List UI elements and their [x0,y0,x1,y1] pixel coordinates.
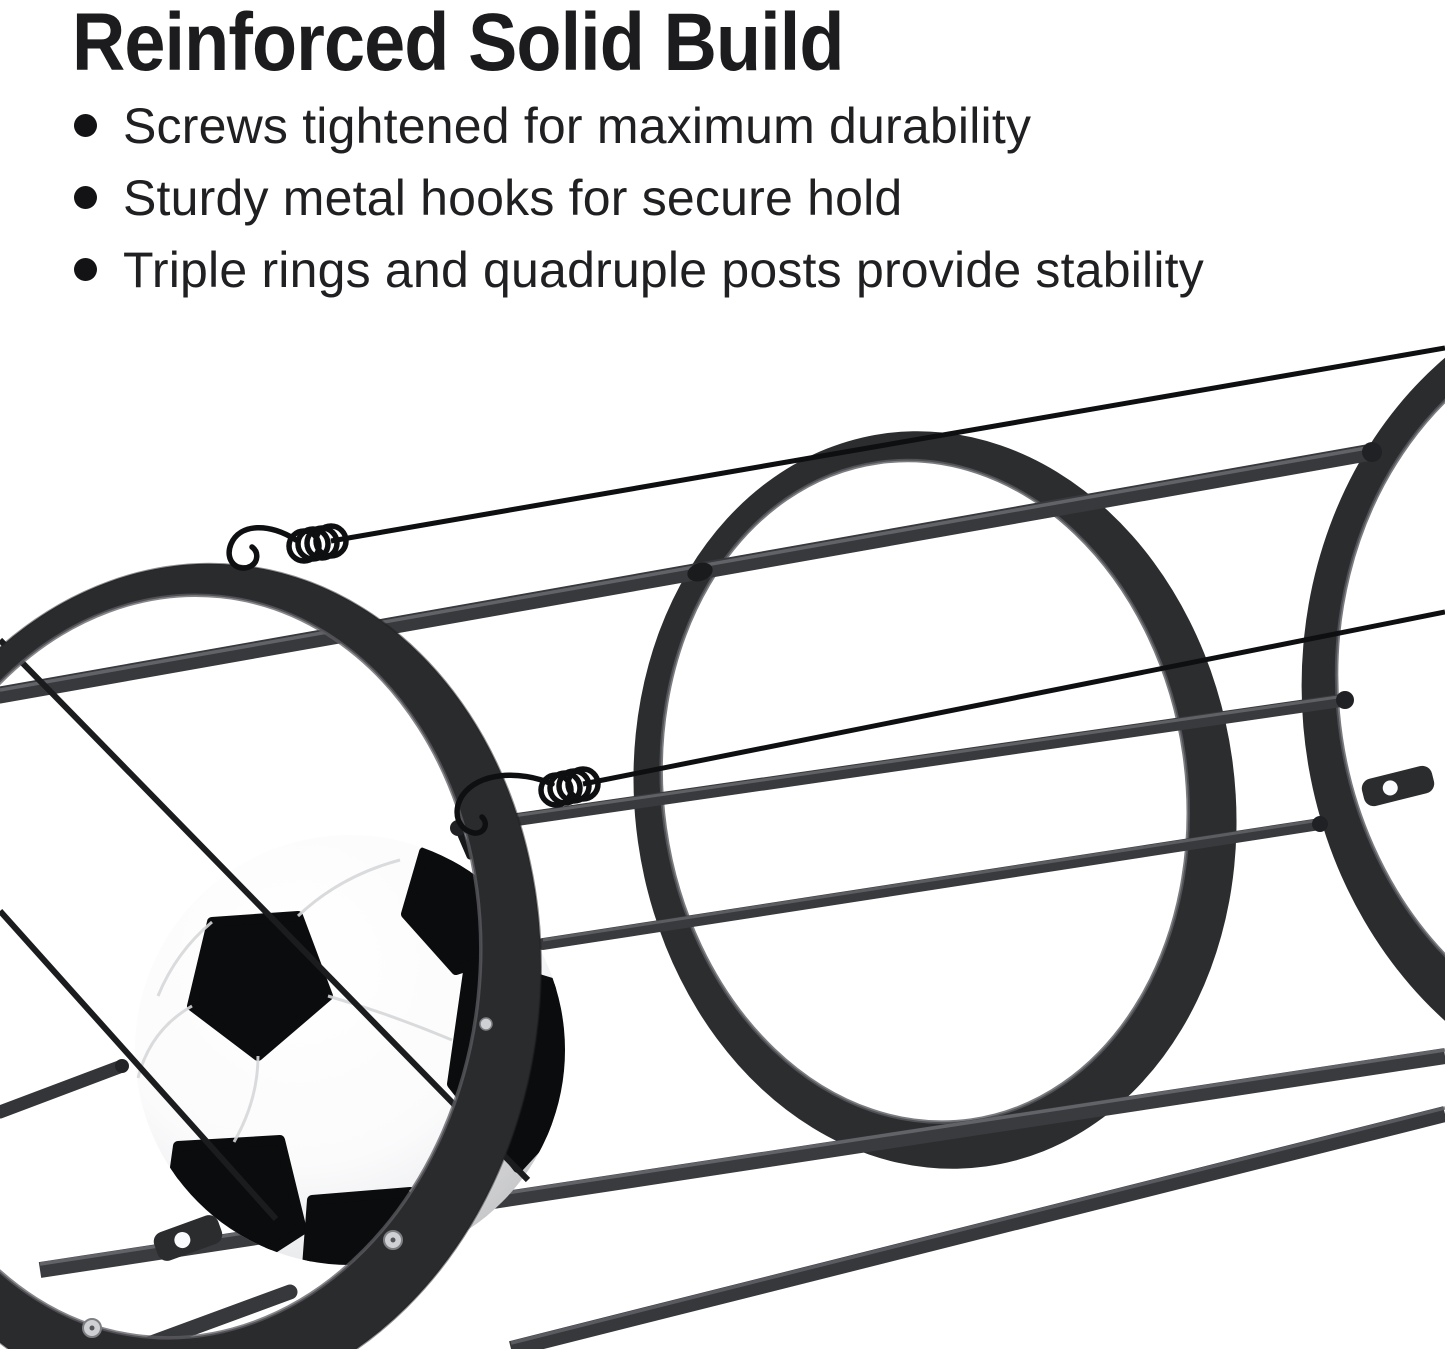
bungee-hook-icon [226,525,299,571]
bullet-dot-icon [74,186,97,209]
middle-ring [633,431,1237,1169]
middle-rail [450,691,1354,860]
rail-end-stub [0,1059,129,1119]
list-item: Screws tightened for maximum durability [74,98,1204,155]
bungee-coil [538,766,601,808]
front-cord-run-2 [0,908,279,1222]
screws [82,1017,493,1338]
list-item: Sturdy metal hooks for secure hold [74,170,1204,227]
bullet-dot-icon [74,258,97,281]
screw [383,1230,403,1250]
page-title: Reinforced Solid Build [72,0,844,88]
lower-middle-rail [537,816,1328,950]
front-cord-run-1 [0,637,531,1183]
bungee-cord-upper [226,345,1445,571]
screw [82,1318,102,1338]
right-ring [1301,275,1445,1115]
bullet-dot-icon [74,114,97,137]
mounting-tab-left [153,1215,223,1261]
top-rail [0,442,1382,704]
bungee-hook-icon [454,772,555,836]
feature-bullet-list: Screws tightened for maximum durability … [74,98,1204,314]
list-item: Triple rings and quadruple posts provide… [74,242,1204,299]
bungee-coil [286,523,349,564]
mounting-tab-right [1361,765,1435,807]
bullet-text: Sturdy metal hooks for secure hold [123,170,903,226]
screw [479,1017,493,1031]
bullet-text: Screws tightened for maximum durability [123,98,1032,154]
bungee-cord-lower [454,609,1445,836]
bullet-text: Triple rings and quadruple posts provide… [123,242,1204,298]
